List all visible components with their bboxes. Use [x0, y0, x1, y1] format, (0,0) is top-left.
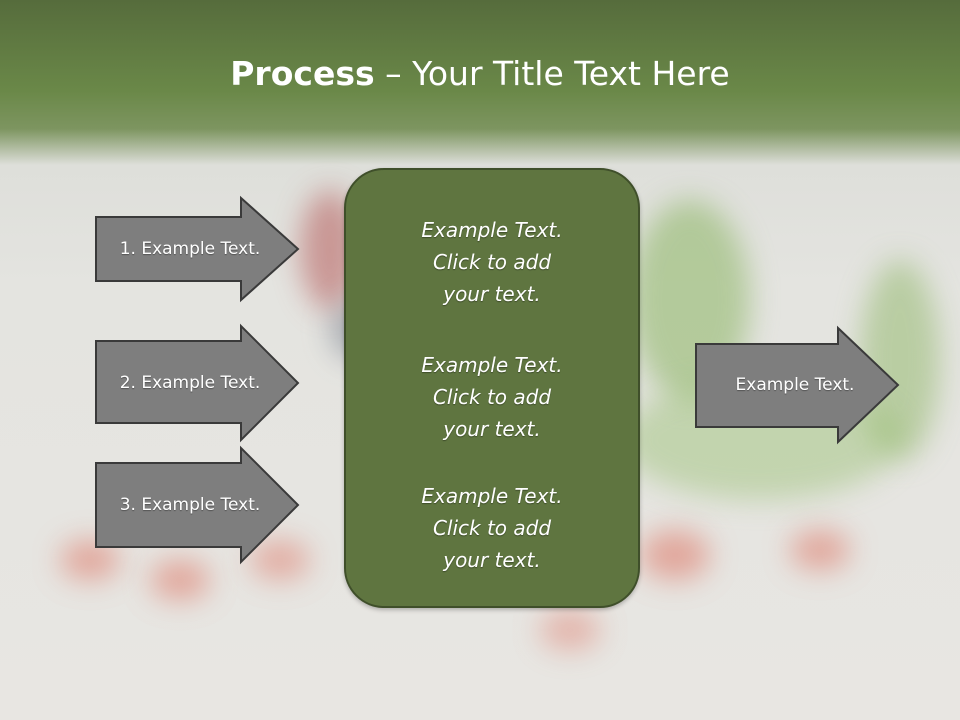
left-arrow-label: 1. Example Text. — [119, 239, 261, 259]
center-paragraph-3: Example Text. Click to add your text. — [346, 480, 638, 576]
right-arrow[interactable]: Example Text. — [695, 325, 901, 445]
paragraph-line: Example Text. — [421, 484, 563, 508]
slide-title: Process – Your Title Text Here — [0, 52, 960, 96]
paragraph-line: Click to add — [432, 250, 552, 274]
arrow-shape — [95, 323, 300, 443]
left-arrow-2[interactable]: 2. Example Text. — [95, 323, 301, 443]
center-paragraph-2: Example Text. Click to add your text. — [346, 349, 638, 445]
paragraph-line: Example Text. — [421, 218, 563, 242]
left-arrow-label: 2. Example Text. — [119, 373, 261, 393]
right-arrow-label: Example Text. — [735, 375, 855, 395]
center-process-box[interactable]: Example Text. Click to add your text. Ex… — [344, 168, 640, 608]
arrow-shape — [95, 195, 300, 303]
title-bold: Process — [230, 54, 375, 93]
left-arrow-label: 3. Example Text. — [119, 495, 261, 515]
header-band — [0, 0, 960, 165]
paragraph-line: your text. — [443, 548, 541, 572]
paragraph-line: your text. — [443, 282, 541, 306]
paragraph-line: Click to add — [432, 516, 552, 540]
arrow-shape — [95, 445, 300, 565]
title-rest: Your Title Text Here — [412, 54, 730, 93]
paragraph-line: Example Text. — [421, 353, 563, 377]
paragraph-line: your text. — [443, 417, 541, 441]
arrow-shape — [695, 325, 900, 445]
left-arrow-1[interactable]: 1. Example Text. — [95, 195, 301, 303]
left-arrow-3[interactable]: 3. Example Text. — [95, 445, 301, 565]
title-dash: – — [374, 54, 413, 93]
center-paragraph-1: Example Text. Click to add your text. — [346, 214, 638, 310]
paragraph-line: Click to add — [432, 385, 552, 409]
